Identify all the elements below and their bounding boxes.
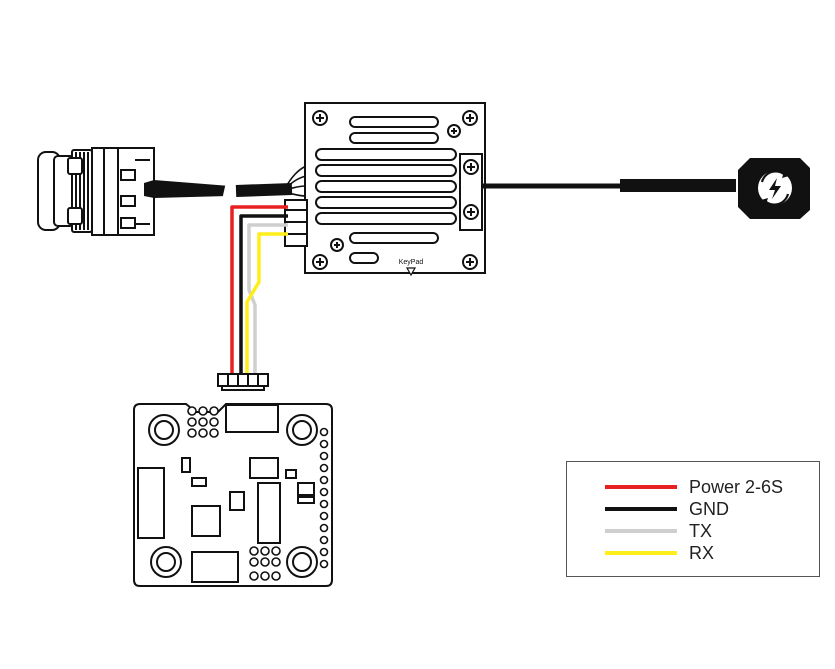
legend-swatch-gnd [605, 507, 677, 511]
flight-controller-icon [133, 403, 333, 587]
legend-swatch-rx [605, 551, 677, 555]
legend-label-tx: TX [689, 521, 713, 541]
wire-legend: Power 2-6S GND TX RX [566, 461, 820, 577]
antenna-cable [483, 179, 736, 192]
fc-connector-plug [217, 373, 269, 391]
legend-swatch-tx [605, 529, 677, 533]
legend-label-power: Power 2-6S [689, 477, 784, 497]
legend-swatch-power [605, 485, 677, 489]
keypad-button-icon[interactable] [405, 267, 417, 277]
legend-item-power: Power 2-6S [567, 476, 819, 498]
fpv-camera-icon [37, 147, 155, 236]
fc-solder-pads [187, 406, 329, 581]
legend-item-rx: RX [567, 542, 819, 564]
keypad-label: KeyPad [399, 259, 424, 266]
power-wire [230, 205, 288, 375]
legend-item-gnd: GND [567, 498, 819, 520]
tx-wire [247, 223, 288, 375]
vtx-power-connector [284, 199, 308, 247]
antenna-icon [738, 158, 810, 219]
rx-wire [245, 232, 288, 375]
legend-label-rx: RX [689, 543, 715, 563]
gnd-wire [239, 214, 288, 375]
signal-wires [230, 205, 288, 375]
screw-icons [312, 110, 479, 270]
camera-cable [144, 165, 307, 200]
legend-label-gnd: GND [689, 499, 729, 519]
legend-item-tx: TX [567, 520, 819, 542]
